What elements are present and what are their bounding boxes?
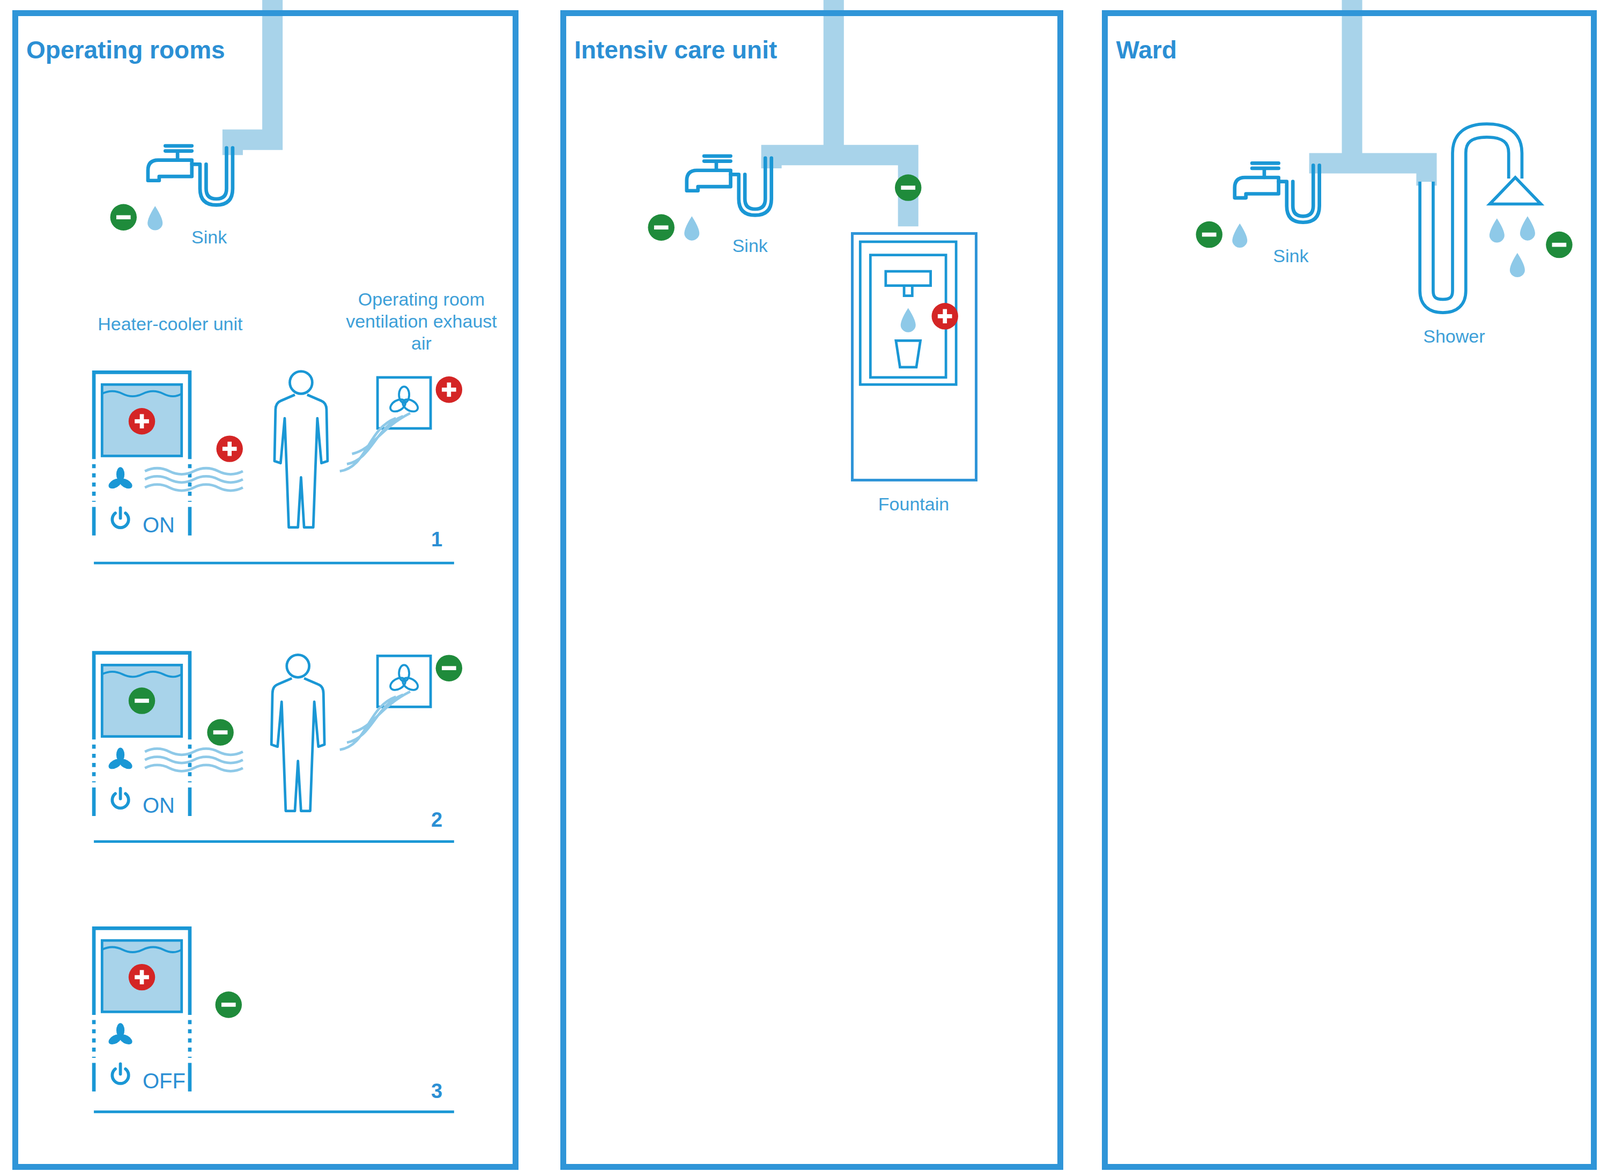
illustration-part bbox=[684, 216, 700, 241]
callout-number: 3 bbox=[416, 1079, 457, 1105]
shower-icon bbox=[1426, 130, 1541, 307]
illustration-part bbox=[128, 687, 155, 714]
divider-line bbox=[93, 840, 455, 843]
illustration-part bbox=[93, 372, 190, 536]
area-heading: Ward bbox=[1116, 35, 1566, 65]
illustration-part bbox=[147, 205, 163, 231]
illustration-part bbox=[388, 386, 420, 414]
shower-icon bbox=[1426, 130, 1516, 307]
heater-cooler-unit: Heater-cooler unitON bbox=[95, 309, 249, 545]
illustration-part bbox=[1545, 231, 1573, 258]
illustration-part bbox=[128, 964, 155, 991]
area-heading: Intensiv care unit bbox=[574, 35, 1024, 65]
area-heading: Operating rooms bbox=[26, 35, 476, 65]
water-pipe bbox=[771, 154, 909, 227]
unit-label: Heater-cooler unit bbox=[97, 313, 251, 336]
illustration-part bbox=[106, 467, 134, 491]
fixture-label: Sink bbox=[163, 226, 255, 249]
illustration-part bbox=[686, 156, 772, 216]
ventilation-fan-box bbox=[339, 691, 411, 750]
illustration-part bbox=[106, 1023, 134, 1047]
illustration-part bbox=[144, 468, 243, 491]
illustration-part bbox=[1489, 218, 1505, 243]
divider-line bbox=[93, 1110, 455, 1114]
power-state: ON bbox=[142, 792, 214, 819]
illustration-part bbox=[1509, 253, 1525, 278]
illustration-part bbox=[206, 719, 234, 746]
illustration-part bbox=[110, 204, 137, 231]
illustration-part bbox=[112, 788, 129, 809]
illustration-part bbox=[144, 748, 243, 772]
illustration-part bbox=[647, 214, 674, 241]
illustration-part bbox=[128, 408, 155, 435]
ventilation-fan-box bbox=[339, 377, 431, 472]
illustration-part bbox=[1520, 216, 1536, 241]
fixture-label: Shower bbox=[1387, 325, 1521, 348]
illustration-part bbox=[93, 653, 190, 817]
illustration-part bbox=[106, 747, 134, 772]
water-fountain: Fountain bbox=[850, 232, 978, 481]
illustration-part bbox=[112, 1063, 129, 1084]
power-state: OFF bbox=[142, 1068, 225, 1094]
ventilation-fan-box bbox=[339, 655, 431, 750]
heater-cooler-unit: OFF bbox=[95, 929, 249, 1103]
illustration-part bbox=[435, 654, 463, 681]
fountain-interior bbox=[895, 340, 921, 367]
fountain-interior bbox=[904, 285, 913, 296]
illustration-part bbox=[215, 991, 242, 1018]
ventilation-fan-box bbox=[377, 655, 431, 707]
divider-line bbox=[93, 561, 455, 565]
water-pipe bbox=[1319, 163, 1427, 186]
shower-icon bbox=[1489, 177, 1541, 204]
illustration-part bbox=[274, 371, 328, 528]
area-panel: Operating roomsHeater-cooler unitONONOFF bbox=[12, 10, 519, 1170]
illustration-part bbox=[93, 928, 190, 1092]
water-pipe bbox=[232, 0, 273, 155]
ventilation-fan-box bbox=[377, 377, 431, 429]
fixture-label: Operating room ventilation exhaust air bbox=[344, 288, 498, 354]
illustration-part bbox=[1234, 163, 1320, 222]
fountain-label: Fountain bbox=[830, 493, 998, 516]
illustration-part bbox=[900, 308, 916, 333]
callout-number: 2 bbox=[416, 808, 457, 833]
callout-number: 1 bbox=[416, 527, 457, 553]
illustration-part bbox=[1232, 223, 1248, 248]
water-pipe bbox=[1342, 0, 1363, 164]
area-panel: Intensiv care unitFountain bbox=[560, 10, 1064, 1170]
fixture-label: Sink bbox=[1245, 245, 1337, 268]
illustration-part bbox=[894, 174, 922, 201]
water-pipe bbox=[823, 0, 844, 155]
heater-cooler-unit: ON bbox=[95, 653, 249, 827]
area-panel: Ward bbox=[1101, 10, 1597, 1170]
illustration-part bbox=[931, 302, 958, 330]
illustration-part bbox=[388, 664, 420, 693]
fountain-interior bbox=[885, 271, 931, 286]
illustration-part bbox=[216, 435, 243, 462]
power-state: ON bbox=[142, 512, 214, 538]
illustration-part bbox=[147, 145, 233, 205]
shower-icon bbox=[1426, 130, 1516, 307]
illustration-part bbox=[112, 507, 129, 528]
illustration-part bbox=[1195, 221, 1222, 248]
ventilation-fan-box bbox=[339, 413, 411, 472]
water-pipe bbox=[232, 0, 1427, 227]
illustration-part bbox=[435, 376, 463, 403]
fixture-label: Sink bbox=[704, 234, 796, 257]
illustration-part bbox=[271, 654, 325, 811]
